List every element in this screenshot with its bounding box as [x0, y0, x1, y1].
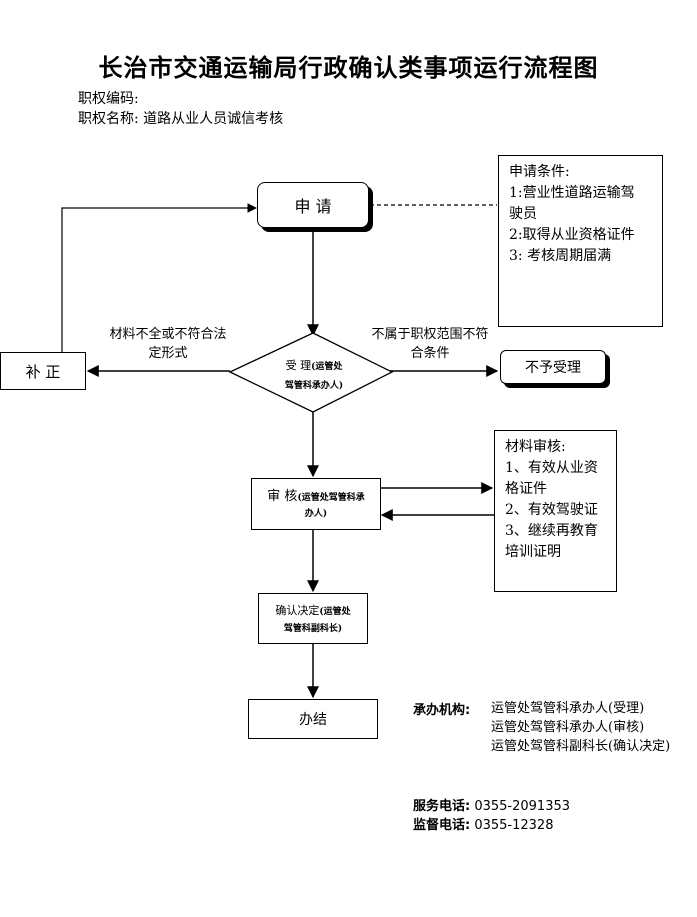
- node-apply: 申 请: [257, 182, 369, 228]
- supervise-phone-row: 监督电话: 0355-12328: [413, 816, 570, 835]
- node-accept-label: 受 理: [285, 359, 312, 372]
- review-materials-title: 材料审核:: [505, 439, 566, 455]
- authority-code-label: 职权编码:: [78, 91, 139, 107]
- apply-conditions-title: 申请条件:: [509, 164, 570, 180]
- accept-diamond: [228, 332, 394, 413]
- authority-name-value: 道路从业人员诚信考核: [143, 111, 284, 127]
- agency-line-3: 运管处驾管科副科长(确认决定): [491, 739, 671, 754]
- node-review-sub-2: 办人): [304, 508, 328, 519]
- edge-label-out-of-scope-1: 不属于职权范围不符: [371, 327, 489, 342]
- review-materials-line-2: 格证件: [505, 481, 547, 497]
- service-phone-label: 服务电话:: [413, 799, 471, 814]
- authority-name-label: 职权名称:: [78, 111, 139, 127]
- apply-conditions-box: 申请条件: 1:营业性道路运输驾 驶员 2:取得从业资格证件 3: 考核周期届满: [498, 155, 663, 327]
- node-confirm: 确认决定(运管处 驾管科副科长): [258, 593, 368, 644]
- node-reject-label: 不予受理: [525, 360, 581, 376]
- apply-conditions-line-1: 1:营业性道路运输驾: [509, 185, 635, 201]
- node-review-sub-1: (运管处驾管科承: [297, 492, 365, 503]
- contacts: 服务电话: 0355-2091353 监督电话: 0355-12328: [413, 797, 570, 835]
- node-confirm-sub-2: 驾管科副科长): [283, 623, 343, 634]
- node-reject: 不予受理: [500, 350, 606, 384]
- node-accept: 受 理(运管处 驾管科承办人): [262, 356, 366, 394]
- agency-list: 运管处驾管科承办人(受理) 运管处驾管科承办人(审核) 运管处驾管科副科长(确认…: [491, 699, 670, 756]
- review-materials-line-3: 2、有效驾驶证: [505, 502, 598, 518]
- node-correct-label: 补 正: [25, 362, 61, 381]
- edge-label-incomplete-1: 材料不全或不符合法: [109, 327, 227, 342]
- node-review: 审 核(运管处驾管科承 办人): [251, 478, 381, 530]
- agency-line-1: 运管处驾管科承办人(受理): [491, 701, 645, 716]
- service-phone-value: 0355-2091353: [474, 799, 571, 814]
- supervise-phone-value: 0355-12328: [474, 818, 554, 833]
- apply-conditions-line-2: 驶员: [509, 206, 537, 222]
- arrow-correct-to-apply: [61, 203, 257, 352]
- page-title: 长治市交通运输局行政确认类事项运行流程图: [98, 54, 599, 82]
- edge-label-out-of-scope-2: 合条件: [410, 346, 450, 361]
- authority-name-row: 职权名称: 道路从业人员诚信考核: [78, 108, 283, 128]
- agency-label: 承办机构:: [413, 703, 471, 718]
- edge-label-incomplete-2: 定形式: [148, 346, 188, 361]
- node-confirm-sub-1: (运管处: [319, 606, 351, 617]
- node-review-label: 审 核: [267, 488, 298, 504]
- edge-label-out-of-scope: 不属于职权范围不符 合条件: [362, 325, 498, 363]
- node-apply-label: 申 请: [294, 197, 332, 216]
- node-confirm-label: 确认决定: [275, 603, 320, 617]
- apply-conditions-line-4: 3: 考核周期届满: [509, 248, 612, 264]
- agency-line-2: 运管处驾管科承办人(审核): [491, 720, 645, 735]
- review-materials-box: 材料审核: 1、有效从业资 格证件 2、有效驾驶证 3、继续再教育 培训证明: [494, 430, 617, 592]
- node-finish: 办结: [248, 699, 378, 739]
- review-materials-line-1: 1、有效从业资: [505, 460, 598, 476]
- supervise-phone-label: 监督电话:: [413, 818, 471, 833]
- review-materials-line-4: 3、继续再教育: [505, 523, 598, 539]
- node-accept-sub-2: 驾管科承办人): [284, 381, 344, 391]
- service-phone-row: 服务电话: 0355-2091353: [413, 797, 570, 816]
- review-materials-line-5: 培训证明: [505, 544, 561, 560]
- edge-label-incomplete: 材料不全或不符合法 定形式: [98, 325, 238, 363]
- apply-conditions-line-3: 2:取得从业资格证件: [509, 227, 635, 243]
- node-correct: 补 正: [0, 352, 86, 390]
- node-accept-sub-1: (运管处: [311, 362, 343, 372]
- node-finish-label: 办结: [299, 712, 327, 728]
